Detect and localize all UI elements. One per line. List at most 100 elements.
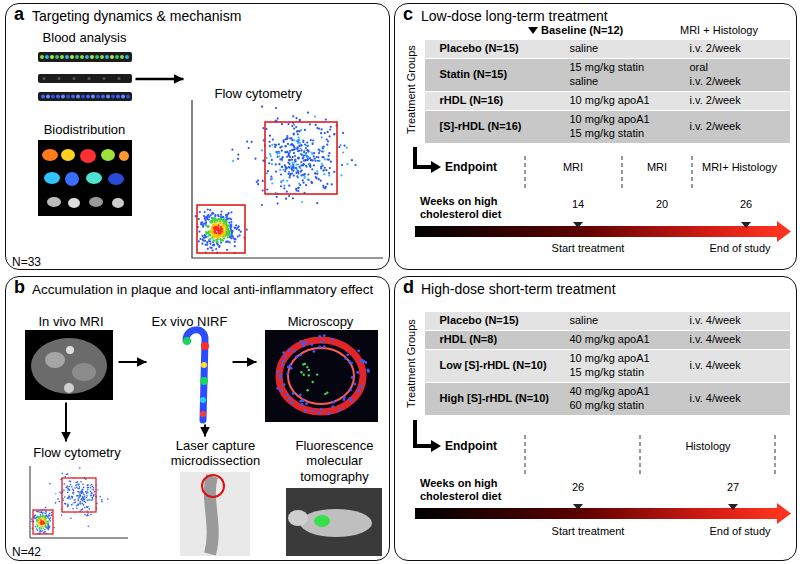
scatter-dot — [277, 118, 279, 120]
dose-text: 40 mg/kg apoA1 — [570, 333, 650, 346]
scatter-dot — [309, 157, 311, 159]
scatter-dot — [202, 225, 204, 227]
timeline-c — [741, 222, 751, 228]
scatter-dot — [70, 517, 72, 519]
scatter-dot — [291, 162, 293, 164]
scatter-dot — [311, 168, 313, 170]
scatter-dot — [254, 158, 256, 160]
scatter-dot — [39, 526, 41, 528]
axis-label: Treatment Groups — [404, 46, 417, 135]
biodistribution-image — [47, 197, 61, 207]
scatter-dot — [235, 224, 237, 226]
group-row: Statin (N=15)15 mg/kg statinsalineorali.… — [425, 59, 790, 91]
biodistribution-image — [38, 140, 132, 216]
scatter-dot — [232, 160, 234, 162]
scatter-dot — [71, 497, 73, 499]
cell-dot — [366, 369, 369, 372]
scatter-dot — [40, 530, 42, 532]
strip-dot — [76, 95, 80, 99]
scatter-dot — [318, 148, 320, 150]
scatter-dot — [47, 522, 49, 524]
blood-strips — [40, 55, 130, 99]
scatter-dot — [44, 518, 46, 520]
scatter-dot — [44, 522, 46, 524]
scatter-dot — [78, 504, 80, 506]
figure-box: Ex vivo NIRF — [148, 312, 232, 424]
scatter-dot — [293, 132, 295, 134]
scatter-dot — [77, 495, 79, 497]
scatter-dot — [305, 154, 307, 156]
scatter-dot — [73, 490, 75, 492]
scatter-dot — [41, 528, 43, 530]
scatter-dot — [90, 487, 92, 489]
scatter-dot — [300, 147, 302, 149]
scatter-dot — [343, 145, 345, 147]
scatter-dot — [80, 499, 82, 501]
route-text: i.v. 4/week — [690, 392, 741, 405]
scatter-dot — [78, 497, 80, 499]
scatter-dot — [86, 495, 88, 497]
scatter-dot — [44, 517, 46, 519]
scatter-dot — [325, 186, 327, 188]
cell-dot — [357, 389, 360, 392]
timeline-c — [525, 156, 692, 190]
timeline-c — [415, 226, 777, 237]
panel-title: Targeting dynamics & mechanism — [32, 8, 241, 25]
scatter-dot — [291, 143, 293, 145]
scatter-dot — [84, 501, 86, 503]
scatter-dot — [50, 517, 52, 519]
scatter-dot — [81, 491, 83, 493]
scatter-dot — [298, 139, 300, 141]
scatter-dot — [80, 481, 82, 483]
scatter-dot — [210, 221, 212, 223]
scatter-dot — [237, 236, 239, 238]
scatter-dot — [238, 229, 240, 231]
scatter-dot — [262, 189, 264, 191]
scatter-dot — [44, 522, 46, 524]
scatter-dot — [35, 515, 37, 517]
scatter-dot — [34, 515, 36, 517]
cell-dot — [344, 357, 347, 360]
cell-dot — [311, 343, 314, 346]
scatter-dot — [63, 483, 65, 485]
scatter-dot — [78, 484, 80, 486]
scatter-dot — [289, 151, 291, 153]
scatter-dot — [41, 522, 43, 524]
scatter-dot — [329, 128, 331, 130]
scatter-dot — [41, 520, 43, 522]
scatter-dot — [216, 241, 218, 243]
scatter-dot — [226, 241, 228, 243]
scatter-dot — [297, 187, 299, 189]
scatter-dot — [40, 531, 42, 533]
scatter-dot — [72, 496, 74, 498]
scatter-dot — [294, 159, 296, 161]
scatter-dot — [45, 511, 47, 513]
scatter-dot — [82, 497, 84, 499]
group-row: Placebo (N=15)salinei.v. 2/week — [425, 40, 790, 58]
scatter-dot — [278, 163, 280, 165]
scatter-dot — [307, 173, 309, 175]
figure-caption: Fluorescence molecular tomography — [286, 438, 384, 485]
scatter-dot — [323, 169, 325, 171]
axis-label: Treatment Groups — [404, 320, 417, 409]
scatter-dot — [69, 498, 71, 500]
cell-dot — [324, 393, 326, 395]
scatter-dot — [79, 503, 81, 505]
scatter-dot — [83, 504, 85, 506]
week-number: 14 — [572, 198, 584, 211]
scatter-dot — [49, 483, 51, 485]
scatter-dot — [217, 230, 219, 232]
scatter-dot — [293, 152, 295, 154]
timeline-c — [573, 222, 583, 228]
scatter-dot — [201, 222, 203, 224]
scatter-dot — [286, 135, 288, 137]
scatter-dot — [288, 166, 290, 168]
scatter-dot — [77, 498, 79, 500]
scatter-dot — [83, 487, 85, 489]
scatter-dot — [67, 490, 69, 492]
sample-size: N=42 — [12, 545, 41, 559]
scatter-dot — [251, 141, 253, 143]
scatter-dot — [288, 166, 290, 168]
biodistribution-image — [44, 172, 60, 184]
scatter-dot — [301, 170, 303, 172]
